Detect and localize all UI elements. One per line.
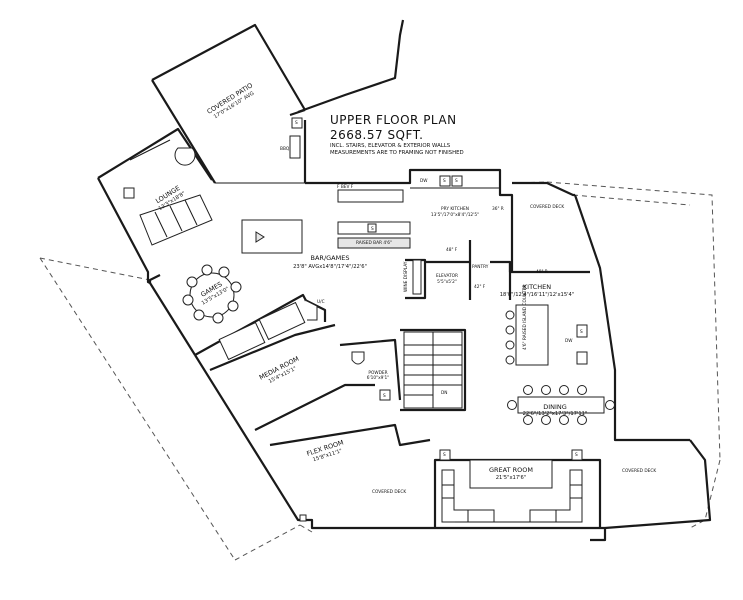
room-label-media-room: MEDIA ROOM 15'4"x15'1" <box>258 355 300 385</box>
room-label-dining: DINING 22'6"/13'2"x17'3"/17'11" <box>523 403 588 417</box>
svg-text:13'5"/17'0"x8'4"/12'5": 13'5"/17'0"x8'4"/12'5" <box>431 212 479 218</box>
svg-text:6'10"x9'1": 6'10"x9'1" <box>367 375 390 381</box>
label-42f: 42" F <box>474 284 486 290</box>
room-label-powder: POWDER 6'10"x9'1" <box>367 370 390 381</box>
label-dw-kitchen: DW <box>565 338 573 344</box>
label-sink-patio: S <box>295 120 298 126</box>
label-sink-powder: S <box>383 393 386 399</box>
kitchen-island <box>505 304 588 366</box>
label-sink-bar: S <box>371 226 374 232</box>
plan-title: UPPER FLOOR PLAN <box>330 113 457 127</box>
room-label-kitchen: KITCHEN 18'0"/12'4"/16'11"/12'x15'4" <box>500 283 575 298</box>
svg-text:KITCHEN: KITCHEN <box>523 283 551 291</box>
plan-note-walls: INCL. STAIRS, ELEVATOR & EXTERIOR WALLS <box>330 143 451 149</box>
label-pantry: PANTRY <box>472 264 489 270</box>
room-label-bar-games: BAR/GAMES 23'8" AVGx14'8"/17'4"/22'6" <box>293 254 367 270</box>
svg-text:DINING: DINING <box>543 403 567 411</box>
room-label-covered-patio: COVERED PATIO 17'0"x16'10" AVG <box>206 81 256 120</box>
great-room-seating <box>439 449 583 523</box>
svg-text:22'6"/13'2"x17'3"/17'11": 22'6"/13'2"x17'3"/17'11" <box>523 411 588 417</box>
label-sink-pry-1: S <box>443 178 446 184</box>
svg-text:21'5"x17'6": 21'5"x17'6" <box>496 475 527 481</box>
lounge-furniture <box>123 139 213 246</box>
label-covered-deck-flex: COVERED DECK <box>372 489 406 495</box>
label-raised-bar: RAISED BAR 4'6" <box>356 240 392 246</box>
room-label-pry-kitchen: PRY KITCHEN 13'5"/17'0"x8'4"/12'5" <box>431 206 479 218</box>
svg-text:ELEVATOR: ELEVATOR <box>436 273 458 279</box>
label-bbq: BBQ <box>280 146 290 152</box>
powder-fixtures <box>351 351 391 401</box>
svg-text:BAR/GAMES: BAR/GAMES <box>311 254 350 262</box>
covered-patio-walls <box>151 19 405 184</box>
svg-text:POWDER: POWDER <box>368 370 387 376</box>
svg-text:5'5"x5'2": 5'5"x5'2" <box>437 279 457 285</box>
label-sink-kitchen: S <box>580 329 583 335</box>
label-dw-pry: DW <box>420 178 428 184</box>
label-ac-unit: U/C <box>317 299 325 305</box>
room-label-great-room: GREAT ROOM 21'5"x17'6" <box>489 466 533 481</box>
room-label-elevator: ELEVATOR 5'5"x5'2" <box>436 273 458 285</box>
bar-counter <box>337 221 411 249</box>
misc-fixtures <box>299 299 318 522</box>
pry-kitchen-fixtures <box>337 175 463 295</box>
dining-table <box>507 385 615 425</box>
label-covered-deck-south: COVERED DECK <box>622 468 656 474</box>
patio-furniture <box>289 117 303 159</box>
games-table <box>182 264 242 324</box>
svg-text:18'0"/12'4"/16'11"/12'x15'4": 18'0"/12'4"/16'11"/12'x15'4" <box>500 292 575 298</box>
stairs <box>403 331 463 409</box>
svg-text:23'8" AVGx14'8"/17'4"/22'6": 23'8" AVGx14'8"/17'4"/22'6" <box>293 264 367 270</box>
label-sink-pry-2: S <box>455 178 458 184</box>
plan-note-measurements: MEASUREMENTS ARE TO FRAMING NOT FINISHED <box>330 150 464 156</box>
exterior-walls <box>97 108 712 542</box>
media-seating <box>218 301 306 361</box>
label-island: 4'6" RAISED ISLAND COUNTER <box>522 284 528 350</box>
label-sink-great-1: S <box>443 452 446 458</box>
label-sink-great-2: S <box>575 452 578 458</box>
pool-table <box>241 219 303 254</box>
room-label-flex-room: FLEX ROOM 15'8"x11'1" <box>306 438 345 463</box>
svg-text:PRY KITCHEN: PRY KITCHEN <box>441 206 469 212</box>
label-stairs-dn: DN <box>441 390 448 396</box>
plan-area: 2668.57 SQFT. <box>330 128 423 142</box>
label-48r: 48" R <box>536 269 548 275</box>
svg-text:GREAT ROOM: GREAT ROOM <box>489 466 533 474</box>
label-36r: 36" R <box>492 206 504 212</box>
label-48f: 48" F <box>446 247 458 253</box>
label-beverage-fridges: F BEV F <box>337 184 354 190</box>
label-covered-deck-east: COVERED DECK <box>530 204 564 210</box>
label-wine-display: WINE DISPLAY <box>403 261 409 292</box>
